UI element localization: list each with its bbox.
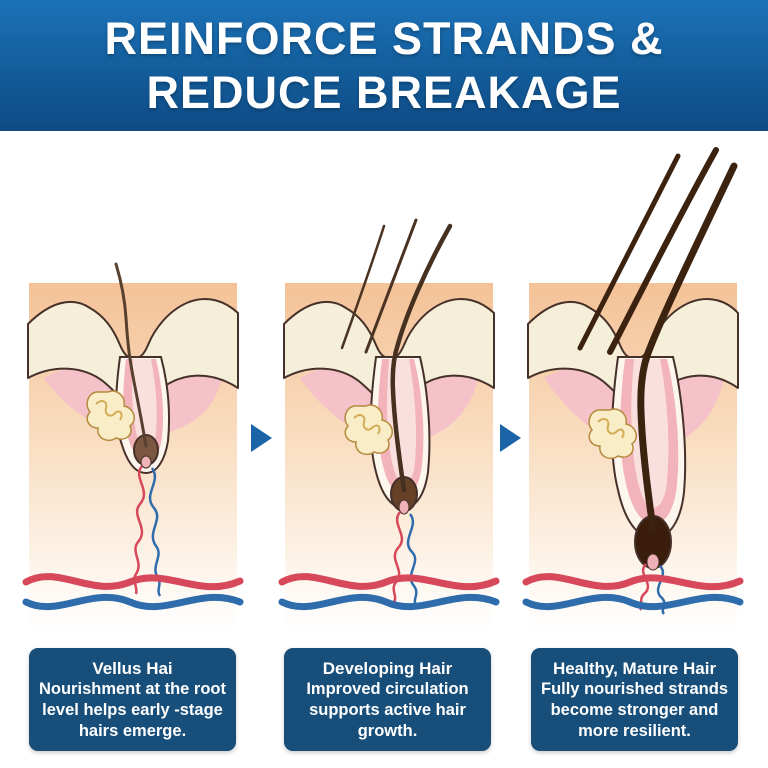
caption-title: Healthy, Mature Hair [552, 659, 717, 678]
hair-shafts [577, 147, 738, 532]
sebaceous-gland [86, 390, 135, 442]
stage-1-illustration [22, 262, 244, 630]
title-line-2: REDUCE BREAKAGE [146, 66, 622, 118]
caption-body: Improved circulation supports active hai… [306, 680, 469, 740]
dermal-papilla [646, 553, 660, 571]
hair-shafts [340, 218, 453, 493]
stage-3-illustration [522, 147, 744, 630]
blood-vessels [22, 573, 244, 610]
epidermis-layer [283, 298, 495, 400]
sebaceous-gland [588, 408, 637, 460]
caption-title: Developing Hair [322, 659, 453, 678]
arrow-right-icon [251, 424, 272, 452]
hair-shaft [114, 262, 148, 448]
hair-follicle [369, 356, 431, 510]
caption-title: Vellus Hai [92, 659, 173, 678]
dermal-papilla [398, 499, 410, 515]
capillary-squiggles [392, 511, 418, 605]
caption-body: Nourishment at the root level helps earl… [38, 680, 226, 740]
blood-vessels [278, 573, 500, 610]
caption-card-vellus: Vellus Hai Nourishment at the root level… [29, 648, 236, 752]
title-line-1: REINFORCE STRANDS & [104, 13, 664, 65]
dermal-papilla [140, 455, 152, 469]
stage-2-illustration [278, 218, 500, 630]
caption-card-mature: Healthy, Mature Hair Fully nourished str… [531, 648, 738, 752]
header-banner: REINFORCE STRANDS & REDUCE BREAKAGE [0, 0, 768, 131]
sebaceous-gland [344, 404, 393, 456]
blood-vessels [522, 573, 744, 610]
caption-card-developing: Developing Hair Improved circulation sup… [284, 648, 491, 752]
arrow-right-icon [500, 424, 521, 452]
caption-body: Fully nourished strands become stronger … [540, 680, 729, 740]
